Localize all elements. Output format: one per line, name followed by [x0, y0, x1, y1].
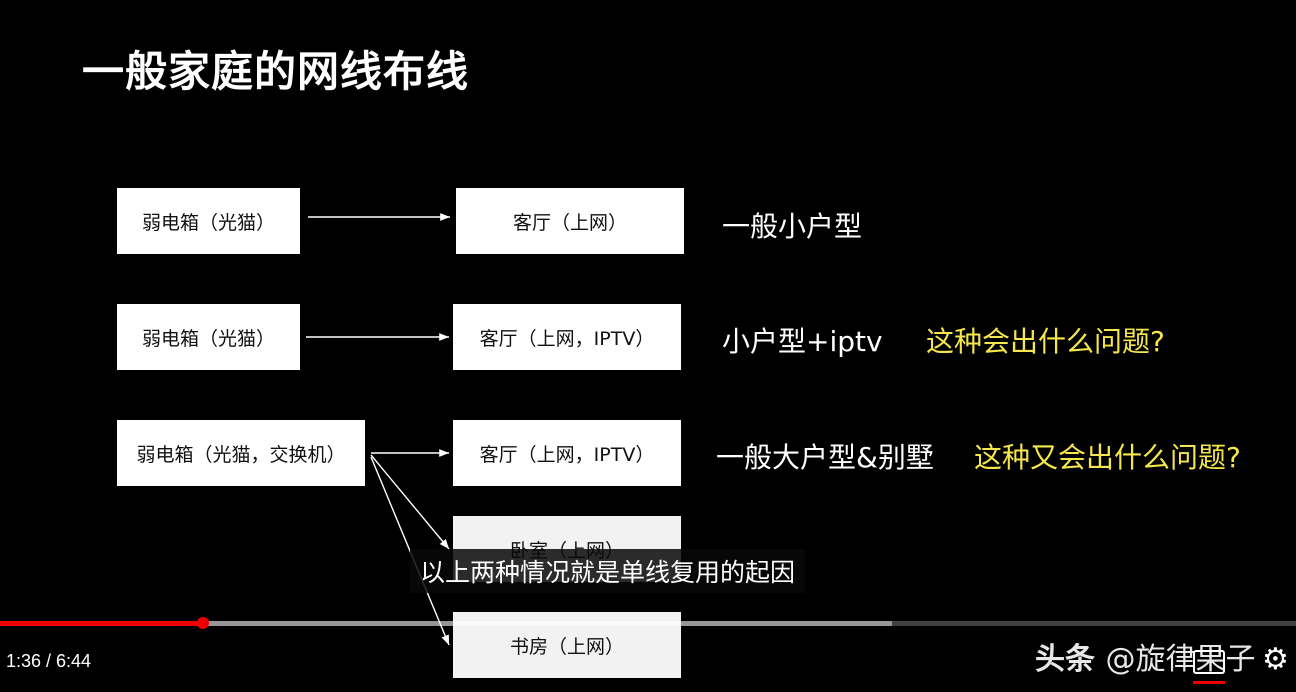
cc-icon[interactable]	[1193, 650, 1225, 674]
arrow-bedroom	[370, 454, 450, 550]
row3-question: 这种又会出什么问题?	[974, 441, 1241, 474]
gear-icon[interactable]: ⚙	[1262, 642, 1289, 677]
target-box-row1: 客厅（上网）	[456, 188, 684, 254]
source-box-row2: 弱电箱（光猫）	[117, 304, 300, 370]
row2-label: 小户型+iptv	[722, 325, 883, 358]
progress-scrubber-handle[interactable]	[197, 617, 210, 629]
progress-buffered	[0, 621, 892, 626]
target-box-row3: 客厅（上网，IPTV）	[453, 420, 681, 486]
watermark-brand: 头条	[1035, 642, 1095, 677]
row1-label: 一般小户型	[722, 210, 863, 243]
study-box: 书房（上网）	[453, 612, 681, 678]
row3-label: 一般大户型&别墅	[716, 441, 934, 474]
slide-title: 一般家庭的网线布线	[82, 47, 470, 96]
video-subtitle: 以上两种情况就是单线复用的起因	[410, 549, 806, 593]
watermark-handle: @旋律果子	[1105, 642, 1256, 677]
cc-active-indicator	[1193, 681, 1225, 684]
source-box-row1: 弱电箱（光猫）	[117, 188, 300, 254]
time-display: 1:36 / 6:44	[6, 651, 92, 671]
watermark: 头条 @旋律果子	[1035, 634, 1255, 678]
progress-played	[0, 621, 204, 626]
progress-bar[interactable]	[0, 621, 1296, 626]
row2-question: 这种会出什么问题?	[926, 325, 1165, 358]
source-box-row3: 弱电箱（光猫，交换机）	[117, 420, 365, 486]
target-box-row2: 客厅（上网，IPTV）	[453, 304, 681, 370]
